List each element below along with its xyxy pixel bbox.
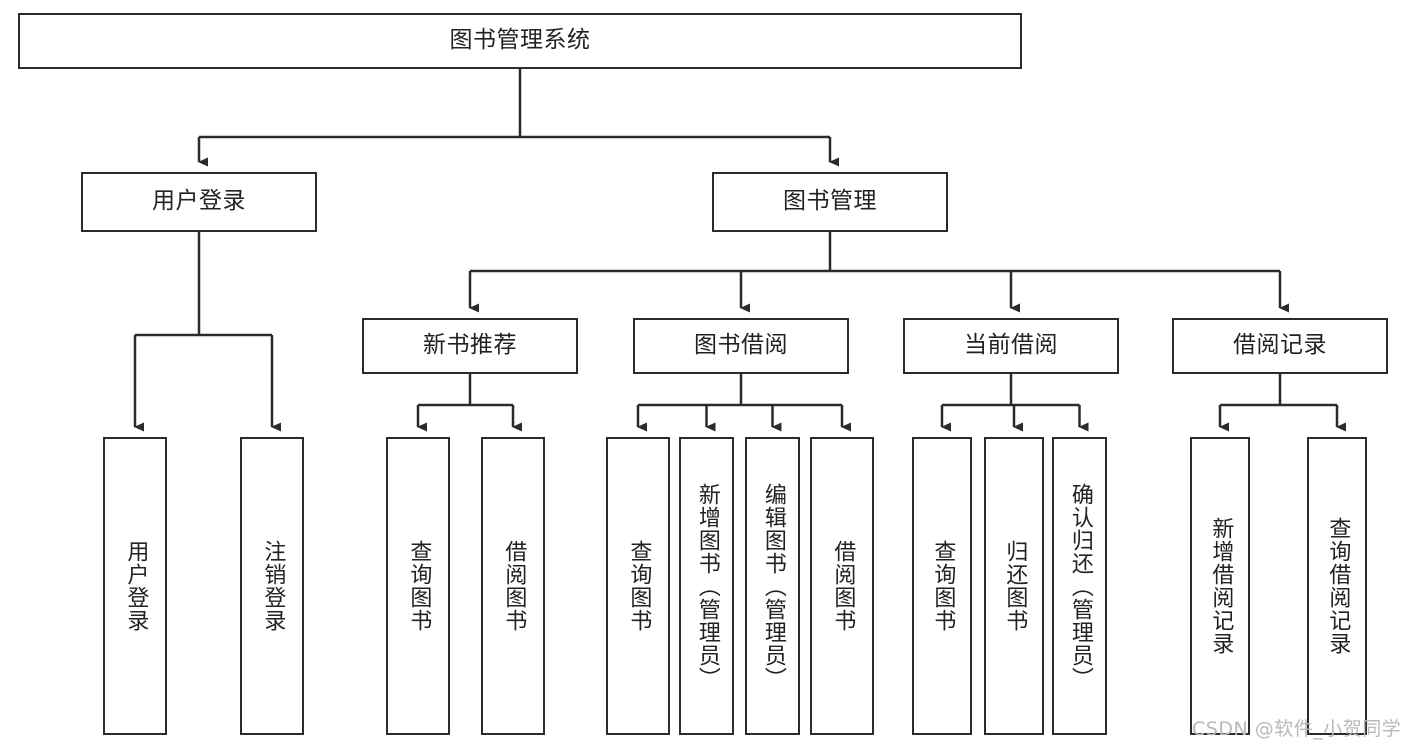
- node-label-book-manage: 图书管理: [783, 188, 877, 215]
- node-label-user-login: 用户登录: [152, 188, 246, 215]
- node-box-book-borrow[interactable]: 图书借阅: [633, 318, 849, 374]
- node-box-leaf-user-login[interactable]: 用户登录: [103, 437, 167, 735]
- node-box-leaf-return-book[interactable]: 归还图书: [984, 437, 1044, 735]
- node-box-book-manage[interactable]: 图书管理: [712, 172, 948, 232]
- node-label-borrow-record: 借阅记录: [1233, 332, 1327, 359]
- node-label-leaf-add-record: 新增借阅记录: [1208, 517, 1234, 655]
- node-label-leaf-edit-book: 编辑图书（管理员）: [760, 482, 786, 690]
- node-label-root: 图书管理系统: [449, 27, 591, 54]
- node-box-root[interactable]: 图书管理系统: [18, 13, 1022, 69]
- node-box-leaf-query-book-1[interactable]: 查询图书: [386, 437, 450, 735]
- node-box-leaf-borrow-book-1[interactable]: 借阅图书: [481, 437, 545, 735]
- node-label-leaf-query-book-3: 查询图书: [930, 540, 956, 632]
- node-box-leaf-edit-book[interactable]: 编辑图书（管理员）: [745, 437, 800, 735]
- node-box-leaf-borrow-book-2[interactable]: 借阅图书: [810, 437, 874, 735]
- node-box-borrow-record[interactable]: 借阅记录: [1172, 318, 1388, 374]
- node-label-leaf-add-book: 新增图书（管理员）: [694, 482, 720, 690]
- node-label-leaf-query-book-1: 查询图书: [406, 540, 432, 632]
- node-box-leaf-query-book-2[interactable]: 查询图书: [606, 437, 670, 735]
- node-label-leaf-borrow-book-1: 借阅图书: [501, 540, 527, 632]
- node-label-leaf-confirm-return: 确认归还（管理员）: [1067, 482, 1093, 690]
- node-box-current-borrow[interactable]: 当前借阅: [903, 318, 1119, 374]
- connector-paths: [133, 69, 1346, 432]
- node-label-leaf-borrow-book-2: 借阅图书: [830, 540, 856, 632]
- node-label-leaf-user-login: 用户登录: [123, 540, 149, 632]
- node-box-new-book-rec[interactable]: 新书推荐: [362, 318, 578, 374]
- node-box-leaf-confirm-return[interactable]: 确认归还（管理员）: [1052, 437, 1107, 735]
- node-box-leaf-query-book-3[interactable]: 查询图书: [912, 437, 972, 735]
- node-label-leaf-user-logout: 注销登录: [260, 540, 286, 632]
- node-label-new-book-rec: 新书推荐: [423, 332, 517, 359]
- node-box-user-login[interactable]: 用户登录: [81, 172, 317, 232]
- node-label-leaf-return-book: 归还图书: [1002, 540, 1028, 632]
- node-box-leaf-query-record[interactable]: 查询借阅记录: [1307, 437, 1367, 735]
- node-box-leaf-add-record[interactable]: 新增借阅记录: [1190, 437, 1250, 735]
- node-label-book-borrow: 图书借阅: [694, 332, 788, 359]
- node-label-leaf-query-record: 查询借阅记录: [1325, 517, 1351, 655]
- node-label-leaf-query-book-2: 查询图书: [626, 540, 652, 632]
- node-box-leaf-user-logout[interactable]: 注销登录: [240, 437, 304, 735]
- node-box-leaf-add-book[interactable]: 新增图书（管理员）: [679, 437, 734, 735]
- node-label-current-borrow: 当前借阅: [964, 332, 1058, 359]
